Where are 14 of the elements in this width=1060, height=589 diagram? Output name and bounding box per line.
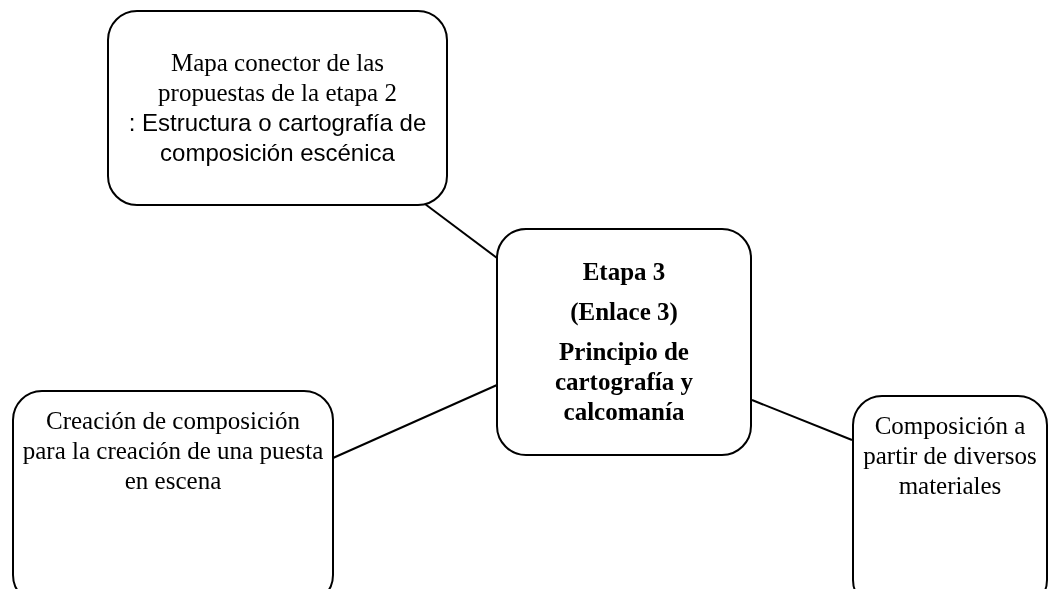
node-text: Composición a partir de diversos materiales — [862, 411, 1038, 501]
connector-line — [424, 203, 498, 259]
connector-line — [751, 399, 853, 441]
topic-box — [12, 390, 334, 589]
node-text: Principio de cartografía y calcomanía — [553, 337, 695, 427]
heading: (Enlace 3) — [570, 297, 678, 327]
connector-line — [332, 384, 498, 459]
node-text: Mapa conector de las propuestas de la etapa 2 — [157, 48, 398, 108]
node-text: Creación de composición para la creación de una puesta en escena — [22, 406, 324, 496]
node-text: : Estructura o cartografía de composición escénica — [127, 108, 428, 168]
topic-box — [107, 10, 448, 206]
heading: Etapa 3 — [582, 257, 666, 287]
central-topic-box — [496, 228, 752, 456]
topic-box — [852, 395, 1048, 589]
